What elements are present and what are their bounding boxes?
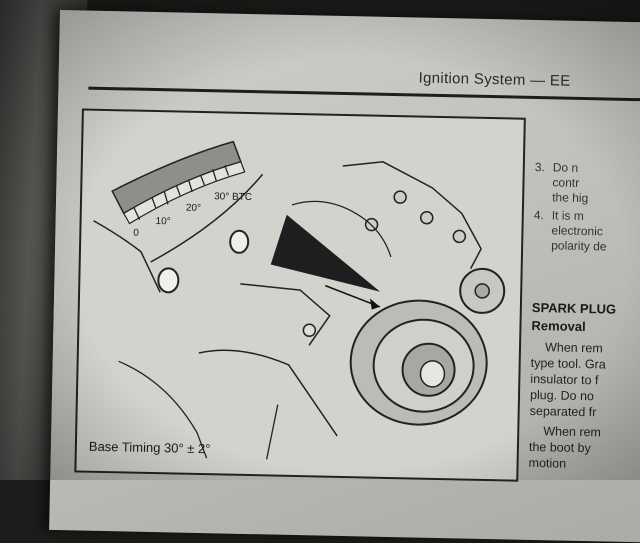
scale-label-20: 20° bbox=[186, 203, 201, 214]
body-line: the boot by bbox=[528, 439, 591, 456]
running-head: Ignition System — EE bbox=[418, 69, 571, 90]
cover-hole-right bbox=[229, 229, 250, 254]
body-line: insulator to f bbox=[530, 371, 599, 388]
list-line: polarity de bbox=[551, 238, 607, 254]
upper-bolt-3 bbox=[452, 229, 467, 244]
cutaway-shadow bbox=[270, 214, 381, 292]
timing-cover-edge bbox=[150, 173, 264, 263]
list-line: contr bbox=[552, 175, 580, 190]
timing-scale-strip bbox=[122, 161, 246, 225]
list-item-3: 3. Do n contr the hig bbox=[534, 160, 589, 206]
upper-bolt-1 bbox=[393, 190, 407, 204]
bolt bbox=[302, 323, 317, 338]
body-line: When rem bbox=[543, 424, 602, 440]
list-number: 4. bbox=[533, 207, 544, 223]
body-line: plug. Do no bbox=[529, 387, 595, 404]
body-line: separated fr bbox=[529, 403, 597, 420]
list-line: Do n bbox=[552, 160, 579, 175]
section-heading: SPARK PLUG bbox=[531, 299, 617, 317]
timing-cover-outline bbox=[93, 220, 161, 293]
body-line: When rem bbox=[544, 340, 603, 356]
list-number: 3. bbox=[534, 159, 545, 175]
cover-hole-left bbox=[157, 267, 180, 294]
body-line: motion bbox=[528, 455, 567, 471]
scale-label-10: 10° bbox=[155, 216, 170, 227]
manual-page: Ignition System — EE 0 10° 20° 30° BTC bbox=[49, 10, 640, 543]
engine-drawing: 0 10° 20° 30° BTC bbox=[93, 140, 506, 460]
timing-pointer-arrowhead bbox=[370, 298, 380, 310]
accessory-pulley-hub bbox=[474, 283, 490, 299]
list-item-4: 4. It is m electronic polarity de bbox=[533, 208, 607, 255]
timing-scale-ticks bbox=[133, 165, 230, 220]
lower-block-line bbox=[118, 360, 208, 459]
list-line: electronic bbox=[551, 223, 603, 239]
list-line: the hig bbox=[552, 190, 589, 206]
timing-illustration: 0 10° 20° 30° BTC bbox=[74, 108, 526, 482]
list-line: It is m bbox=[551, 208, 584, 224]
engine-block-line bbox=[198, 349, 338, 437]
lower-block-edge bbox=[265, 404, 279, 460]
right-text-column: 3. Do n contr the hig 4. It is m electroni… bbox=[528, 160, 640, 471]
upper-component-outline bbox=[342, 161, 482, 270]
timing-pointer-line bbox=[325, 284, 381, 308]
subsection-heading: Removal bbox=[531, 317, 586, 335]
wiring-harness bbox=[291, 200, 392, 258]
figure-caption: Base Timing 30° ± 2° bbox=[88, 438, 211, 457]
bracket-outline bbox=[240, 283, 331, 346]
upper-bolt-2 bbox=[419, 210, 434, 225]
scale-label-30-btc: 30° BTC bbox=[214, 191, 252, 203]
body-line: type tool. Gra bbox=[530, 355, 606, 372]
scale-label-0: 0 bbox=[133, 228, 139, 239]
damper-center bbox=[419, 360, 446, 388]
